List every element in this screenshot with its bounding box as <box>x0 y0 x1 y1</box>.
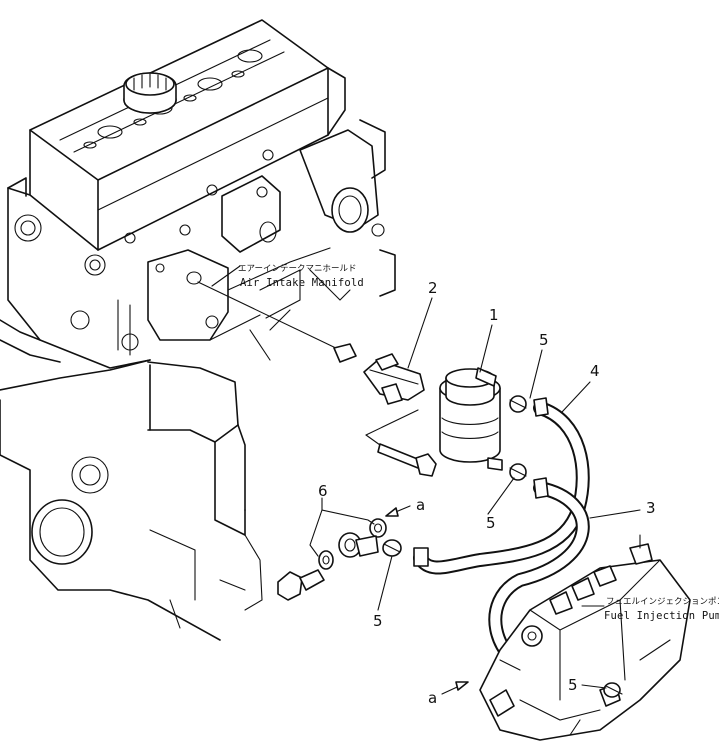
callout-6: 6 <box>318 482 328 500</box>
callout-5-filter-bottom: 5 <box>486 514 496 532</box>
fuel-injection-pump-en-label: Fuel Injection Pump <box>604 610 719 622</box>
callout-5-pump: 5 <box>568 676 578 694</box>
banjo-fitting-group <box>277 518 402 601</box>
callout-a-top: a <box>416 496 425 514</box>
air-intake-manifold <box>147 247 331 341</box>
filter-bracket <box>197 281 437 477</box>
callout-leaders <box>211 265 641 695</box>
fuel-injection-pump-jp-label: フュエルインジェクションポンプ <box>606 597 719 607</box>
air-intake-manifold-jp-label: エアーインテークマニホールド <box>238 264 357 274</box>
fuel-filter <box>439 367 503 471</box>
oil-filler-cap <box>123 72 177 114</box>
diagram-labels: エアーインテークマニホールド Air Intake Manifold フュエルイ… <box>238 264 719 707</box>
callout-4: 4 <box>590 362 600 380</box>
callout-2: 2 <box>428 279 438 297</box>
callout-1: 1 <box>489 306 499 324</box>
callout-a-bottom: a <box>428 689 437 707</box>
callout-3: 3 <box>646 499 656 517</box>
air-intake-manifold-en-label: Air Intake Manifold <box>240 277 364 289</box>
engine-block <box>0 19 396 641</box>
callout-5-banjo: 5 <box>373 612 383 630</box>
fuel-injection-pump <box>479 534 691 741</box>
callout-5-filter-top: 5 <box>539 331 549 349</box>
